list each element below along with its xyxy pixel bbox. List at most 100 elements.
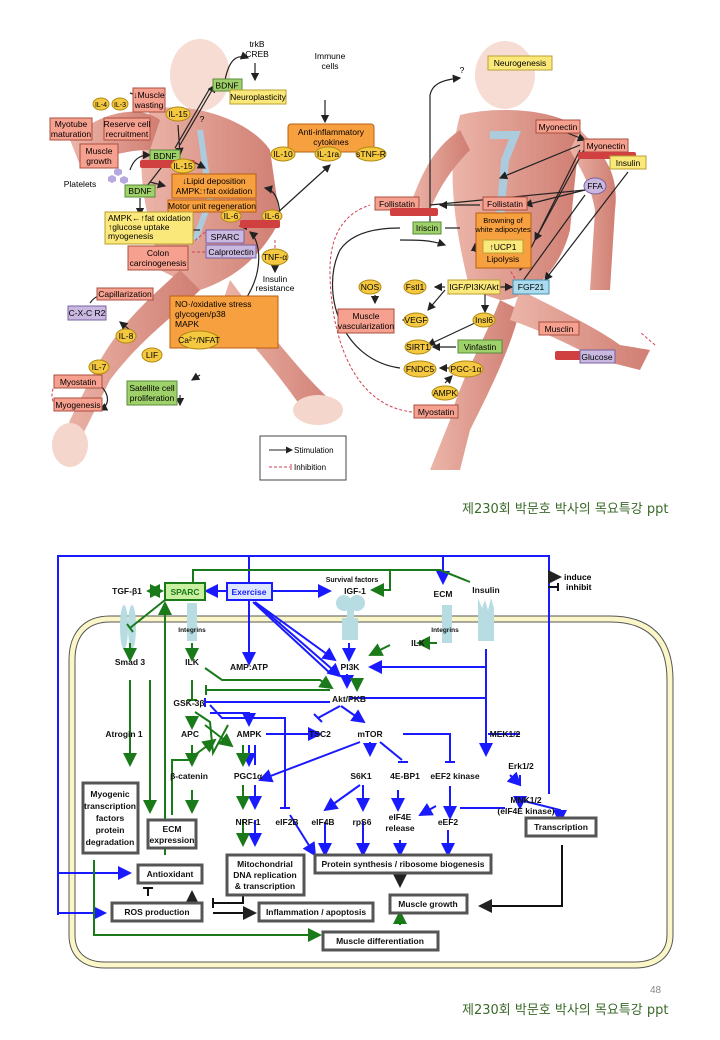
il15-mid-label: IL-15 xyxy=(173,161,193,171)
ecm-node: ECM xyxy=(434,589,453,599)
svg-text:transcription: transcription xyxy=(84,801,136,811)
lif-label: LIF xyxy=(146,350,158,360)
insulin-receptor xyxy=(478,598,494,641)
insl6-label: Insl6 xyxy=(475,315,493,325)
musclin-label: Musclin xyxy=(545,324,574,334)
myogenic-box: Myogenic transcription factors protein d… xyxy=(81,781,140,855)
svg-text:carcinogenesis: carcinogenesis xyxy=(130,258,187,268)
immune-cells-label: Immune xyxy=(315,51,346,61)
mek12-node: MEK1/2 xyxy=(490,729,521,739)
ca-nfat-label: Ca²⁺/NFAT xyxy=(178,335,220,345)
ampk-node: AMPK xyxy=(236,729,262,739)
svg-text:& transcription: & transcription xyxy=(235,881,295,891)
sparc-box xyxy=(164,582,206,601)
ucp1-label: ↑UCP1 xyxy=(490,242,517,252)
muscle-vascularization-label: Muscle xyxy=(353,311,380,321)
svg-text:glycogen/p38: glycogen/p38 xyxy=(175,309,226,319)
neuroplasticity-label: Neuroplasticity xyxy=(230,92,286,102)
irisin-label: Iriscin xyxy=(416,223,438,233)
mtor-node: mTOR xyxy=(357,729,382,739)
fgf21-label: FGF21 xyxy=(518,282,545,292)
eif4b-node: eIF4B xyxy=(311,817,334,827)
right-figure-arrows xyxy=(332,74,629,385)
svg-text:ECM: ECM xyxy=(163,824,182,834)
receptors xyxy=(120,595,494,649)
page-number: 48 xyxy=(650,985,662,996)
eef2-node: eEF2 xyxy=(438,817,459,827)
legend-inhibition: Inhibition xyxy=(294,463,326,472)
anti-inflammatory-label: Anti-inflammatory xyxy=(298,127,365,137)
no-oxidative-stress-label: NO·/oxidative stress xyxy=(175,299,252,309)
svg-text:white adipocytes: white adipocytes xyxy=(474,225,531,234)
fndc5-label: FNDC5 xyxy=(406,364,435,374)
capillarization-label: Capillarization xyxy=(98,289,152,299)
tnf-alpha-label: TNF-α xyxy=(263,252,287,262)
svg-text:AMPK:↑fat oxidation: AMPK:↑fat oxidation xyxy=(176,186,253,196)
svg-text:release: release xyxy=(385,823,415,833)
il15-top-label: IL-15 xyxy=(168,109,188,119)
igf1-node: IGF-1 xyxy=(344,586,366,596)
legend-induce: induce xyxy=(564,572,592,582)
insulin-label: Insulin xyxy=(616,158,641,168)
cell-membrane xyxy=(68,615,674,969)
svg-text:?: ? xyxy=(200,114,205,124)
legend-stimulation: Stimulation xyxy=(294,446,334,455)
browning-label: Browning of xyxy=(483,216,524,225)
svg-text:myogenesis: myogenesis xyxy=(108,231,153,241)
ros-production-box: ROS production xyxy=(110,901,204,923)
svg-text:cells: cells xyxy=(321,61,338,71)
insulin-resistance-label: Insulin xyxy=(263,274,288,284)
svg-text:Muscle differentiation: Muscle differentiation xyxy=(336,936,424,946)
4ebp1-node: 4E-BP1 xyxy=(390,771,420,781)
svg-text:Mitochondrial: Mitochondrial xyxy=(237,859,293,869)
integrins-right-label: Integrins xyxy=(431,627,459,634)
insulin-node: Insulin xyxy=(472,585,499,595)
muscle-growth-label: Muscle xyxy=(86,146,113,156)
transcription-box: Transcription xyxy=(524,816,598,838)
svg-text:factors: factors xyxy=(96,813,125,823)
pi3k-node: PI3K xyxy=(341,662,361,672)
svg-text:wasting: wasting xyxy=(134,100,164,110)
vegf-label: VEGF xyxy=(404,315,427,325)
svg-text:Myogenic: Myogenic xyxy=(90,789,129,799)
tsc2-node: TSC2 xyxy=(309,729,331,739)
il6-left-label: IL-6 xyxy=(224,211,239,221)
il4-label: IL-4 xyxy=(95,102,107,109)
eef2-kinase-node: eEF2 kinase xyxy=(430,771,479,781)
svg-text:expression: expression xyxy=(150,835,195,845)
antioxidant-box: Antioxidant xyxy=(136,863,204,885)
top-caption: 제230회 박문호 박사의 목요특강 ppt xyxy=(462,502,669,517)
nos-label: NOS xyxy=(361,282,380,292)
igf1-receptor xyxy=(336,595,352,611)
stnfr-label: sTNF-R xyxy=(356,149,386,159)
svg-text:MAPK: MAPK xyxy=(175,319,199,329)
legend-inhibit: inhibit xyxy=(566,582,592,592)
il6-right-label: IL-6 xyxy=(265,211,280,221)
satellite-cell-label: Satellite cell xyxy=(129,383,174,393)
svg-text:Inflammation / apoptosis: Inflammation / apoptosis xyxy=(266,907,366,917)
reserve-cell-label: Reserve cell xyxy=(104,119,151,129)
svg-text:protein: protein xyxy=(96,825,125,835)
amp-atp-node: AMP:ATP xyxy=(230,662,268,672)
myostatin-left-label: Myostatin xyxy=(60,377,97,387)
bottom-caption: 제230회 박문호 박사의 목요특강 ppt xyxy=(462,1003,669,1018)
svg-text:maturation: maturation xyxy=(51,129,91,139)
svg-text:degradation: degradation xyxy=(86,837,135,847)
igf-pi3k-akt-label: IGF/PI3K/Akt xyxy=(449,282,499,292)
vinfastin-label: Vinfastin xyxy=(464,342,497,352)
follistatin-left-label: Follistatin xyxy=(379,199,415,209)
tgfb-receptor xyxy=(120,605,128,649)
svg-text:Antioxidant: Antioxidant xyxy=(147,869,194,879)
muscle-differentiation-box: Muscle differentiation xyxy=(321,930,440,952)
bdnf-low-label: BDNF xyxy=(128,186,151,196)
motor-unit-label: Motor unit regeneration xyxy=(168,201,256,211)
bottom-pathway-diagram: TGF-β1 SPARC Exercise Survival factors I… xyxy=(57,555,674,969)
black-arrows xyxy=(143,845,563,920)
smad3-node: Smad 3 xyxy=(115,657,146,667)
svg-text:proliferation: proliferation xyxy=(130,393,175,403)
sparc-node: SPARC xyxy=(170,587,199,597)
ffa-label: FFA xyxy=(587,181,603,191)
ilk-right-node: ILK xyxy=(411,638,426,648)
myogenesis-label: Myogenesis xyxy=(55,400,100,410)
bottom-legend: induce inhibit xyxy=(548,570,592,592)
